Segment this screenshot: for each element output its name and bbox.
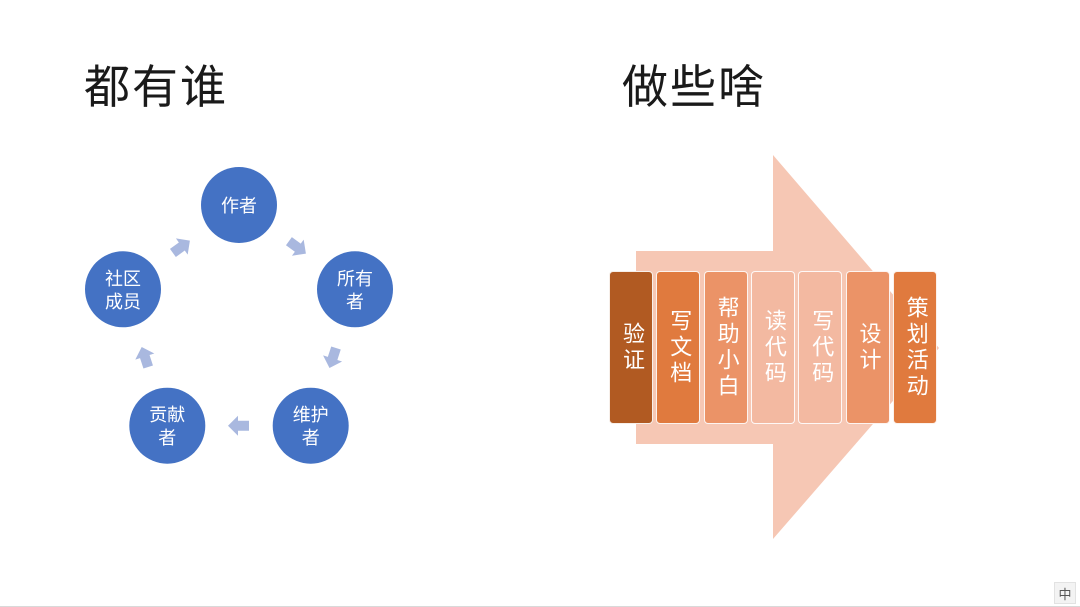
cycle-node-label: 社区: [105, 269, 141, 290]
activity-step-label: 读代码: [760, 308, 786, 387]
activity-step: 写文档: [656, 271, 701, 424]
cycle-arrow-icon: [228, 415, 249, 436]
activity-step-label: 写文档: [666, 308, 692, 387]
what-heading: 做些啥: [622, 60, 766, 114]
cycle-arrow-icon: [135, 347, 155, 369]
activity-step: 写代码: [798, 271, 843, 424]
activity-step: 读代码: [750, 271, 795, 424]
cycle-node-label: 所有: [337, 269, 373, 290]
activity-step: 策划活动: [892, 271, 937, 424]
cycle-node-label: 者: [158, 428, 176, 449]
activity-step-label: 帮助小白: [713, 295, 739, 400]
cycle-node-label: 成员: [105, 292, 141, 313]
who-heading: 都有谁: [84, 60, 228, 114]
activity-step: 设计: [845, 271, 890, 424]
activity-step-label: 写代码: [808, 308, 834, 387]
cycle-node: [272, 387, 349, 464]
cycle-arrow-icon: [169, 238, 190, 258]
cycle-node-label: 作者: [221, 196, 257, 217]
cycle-node: [85, 251, 161, 328]
cycle-node-label: 者: [302, 428, 320, 449]
cycle-node-label: 贡献: [149, 405, 185, 426]
cycle-node-label: 维护: [293, 405, 329, 426]
activity-step-label: 策划活动: [902, 295, 928, 400]
cycle-node: [129, 387, 206, 464]
activity-step: 验证: [609, 271, 653, 424]
cycle-node: [201, 167, 277, 243]
input-method-indicator[interactable]: 中: [1054, 582, 1076, 604]
activity-step-label: 验证: [619, 321, 644, 374]
cycle-node-label: 者: [346, 292, 364, 313]
cycle-node: [317, 251, 393, 328]
cycle-arrow-icon: [285, 237, 306, 256]
cycle-arrow-icon: [323, 346, 343, 368]
activity-step: 帮助小白: [703, 271, 748, 424]
activity-step-label: 设计: [855, 321, 881, 374]
